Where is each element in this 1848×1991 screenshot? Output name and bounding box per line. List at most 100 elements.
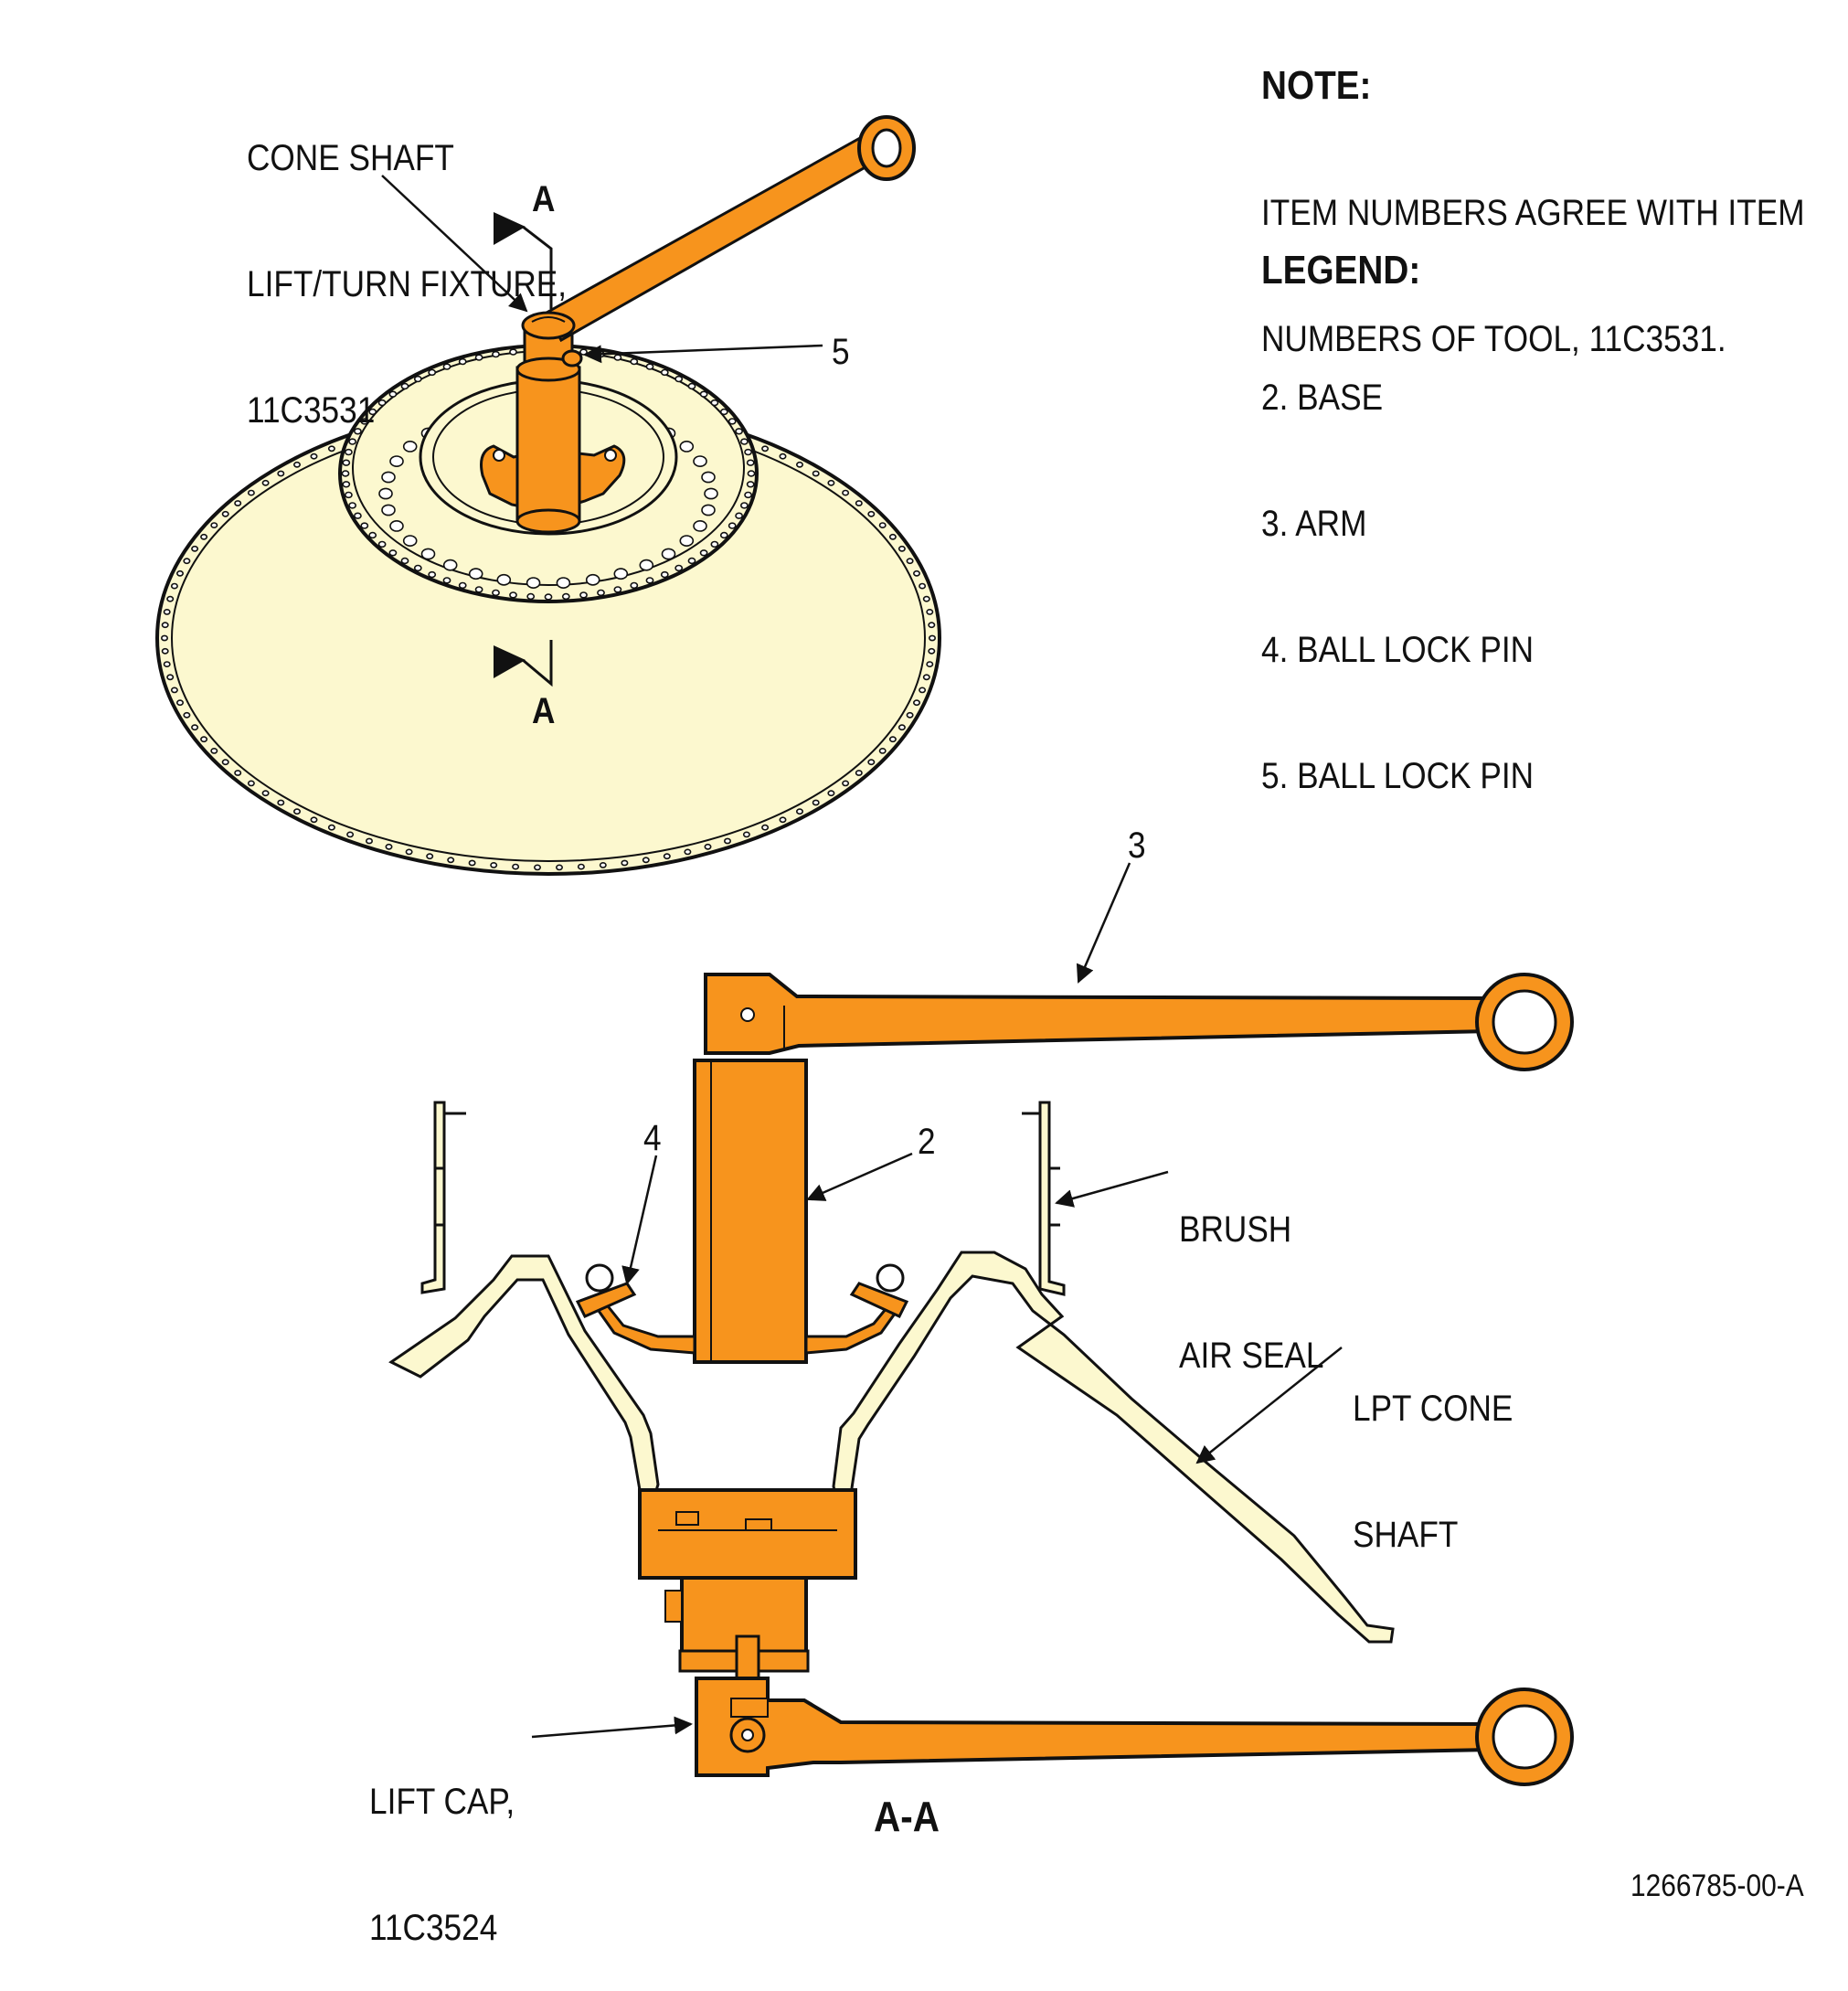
callout-lift-cap: LIFT CAP, 11C3524: [369, 1697, 515, 1991]
callout-line: CONE SHAFT: [247, 138, 454, 178]
flange-hole: [183, 558, 191, 565]
flange-hole: [234, 500, 242, 506]
hub-tooth: [597, 589, 605, 597]
flange-hole: [277, 799, 285, 806]
hub-tooth: [353, 512, 362, 519]
flange-hole: [928, 622, 936, 629]
flange-hole: [867, 510, 876, 517]
flange-hole: [426, 853, 434, 860]
hub-tooth: [613, 586, 622, 593]
hub-tooth: [699, 390, 708, 398]
hub-tooth: [660, 368, 669, 377]
flange-hole: [761, 824, 770, 831]
flange-hole: [704, 843, 712, 850]
flange-hole: [684, 848, 692, 856]
flange-hole: [621, 859, 629, 867]
flange-hole: [855, 770, 863, 776]
callout-line: LPT CONE: [1353, 1389, 1513, 1429]
hub-tooth: [526, 592, 536, 601]
leader-item-2: [806, 1152, 913, 1201]
hub-hole: [693, 520, 707, 532]
hub-tooth: [342, 481, 351, 488]
flange-hole: [926, 661, 934, 667]
hub-tooth: [413, 564, 422, 572]
flange-hole: [166, 595, 175, 602]
flange-hole: [210, 522, 218, 528]
flange-hole: [247, 489, 255, 496]
hub-tooth: [388, 549, 398, 557]
callout-line: 11C3531: [247, 390, 376, 431]
callout-line: SHAFT: [1353, 1515, 1459, 1555]
flange-hole: [761, 445, 770, 452]
leader-fixture: [381, 175, 528, 313]
hub-hole: [378, 487, 393, 500]
flange-hole: [922, 595, 930, 602]
adapter-block: [638, 1488, 857, 1580]
hub-hole: [420, 548, 436, 560]
hub-tooth: [474, 354, 483, 361]
hub-tooth: [744, 448, 752, 456]
hub-tooth: [744, 491, 752, 499]
hub-tooth: [561, 592, 570, 601]
hub-tooth: [699, 549, 708, 557]
hub-hole: [704, 487, 718, 500]
hub-tooth: [377, 540, 387, 548]
hub-hole: [526, 577, 541, 589]
flange-hole: [277, 470, 285, 477]
flange-hole: [599, 862, 607, 868]
hub-tooth: [368, 531, 377, 539]
hub-tooth: [428, 570, 437, 579]
note-heading: NOTE:: [1261, 63, 1372, 108]
flange-hole: [261, 790, 270, 797]
arm-isometric: [544, 131, 886, 343]
flange-hole: [161, 622, 169, 629]
hub-tooth: [348, 438, 356, 445]
flange-hole: [795, 461, 803, 468]
legend-item: 3. ARM: [1261, 504, 1367, 544]
cone-shaft-isometric: [155, 115, 941, 876]
hub-hole: [496, 573, 512, 586]
note-line: NUMBERS OF TOOL, 11C3531.: [1261, 319, 1726, 359]
flange-hole: [928, 647, 936, 655]
flange-hole: [191, 724, 199, 731]
hub-tooth: [442, 577, 451, 584]
hub-hole: [389, 455, 404, 467]
hub-tooth: [360, 522, 369, 529]
legend-block: LEGEND: 2. BASE 3. ARM 4. BALL LOCK PIN …: [1261, 249, 1571, 881]
flange-hole: [200, 533, 208, 540]
hub-tooth: [474, 586, 483, 593]
hub-tooth: [740, 438, 749, 445]
hub-tooth: [674, 564, 684, 572]
cone-shaft-right-wall: [828, 1251, 1395, 1644]
hub-hole: [679, 440, 695, 452]
flange-hole: [723, 837, 731, 845]
leader-brush-air-seal: [1055, 1170, 1169, 1208]
flange-hole: [926, 609, 934, 615]
figure-id: 1266785-00-A: [1630, 1869, 1804, 1903]
leader-lpt-cone-shaft: [1195, 1347, 1343, 1464]
section-mark-bottom: A: [532, 691, 556, 731]
lift-cap: [695, 1677, 1492, 1777]
flange-hole: [867, 759, 876, 766]
flange-hole: [166, 674, 175, 681]
callout-line: 11C3524: [369, 1908, 498, 1948]
callout-cone-shaft-fixture: CONE SHAFT LIFT/TURN FIXTURE, 11C3531: [247, 53, 567, 474]
hub-tooth: [458, 357, 467, 366]
technical-illustration: [155, 115, 1574, 1786]
hub-hole: [442, 559, 458, 571]
flange-hole: [812, 799, 820, 806]
flange-hole: [812, 470, 820, 477]
hub-hole: [701, 504, 716, 516]
flange-hole: [855, 500, 863, 506]
hub-tooth: [746, 481, 755, 488]
flange-hole: [161, 634, 169, 642]
hub-tooth: [613, 354, 622, 361]
hub-hole: [639, 559, 654, 571]
hub-tooth: [735, 512, 743, 519]
hub-tooth: [687, 557, 696, 565]
flange-hole: [183, 711, 191, 719]
flange-hole: [577, 863, 585, 870]
hub-tooth: [492, 589, 500, 597]
hub-tooth: [341, 470, 350, 477]
flange-hole: [912, 699, 920, 707]
